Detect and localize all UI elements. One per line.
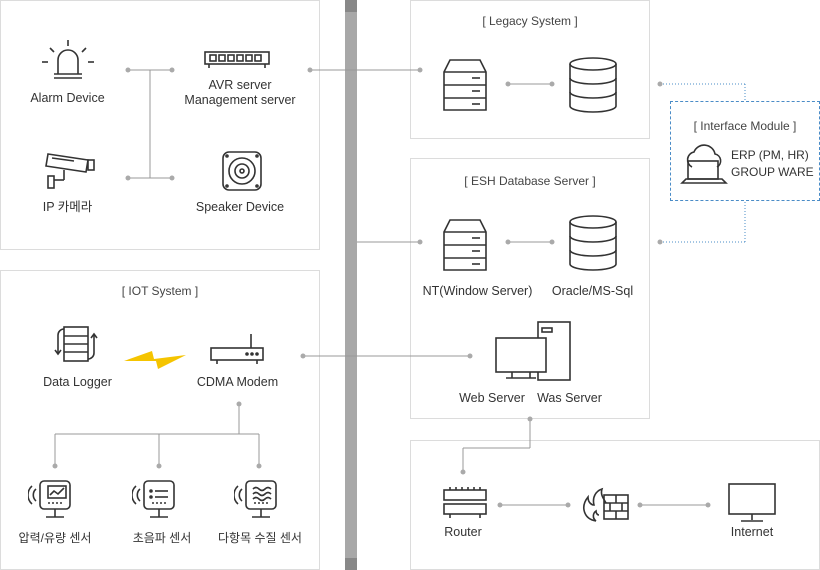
- devices-panel: [0, 0, 320, 250]
- iot-system-panel: [0, 270, 320, 570]
- ip-camera-icon: [44, 150, 96, 192]
- avr-server-memory-icon: [204, 51, 270, 69]
- legacy-server-icon: [442, 58, 488, 112]
- water-quality-sensor-label: 다항목 수질 센서: [218, 531, 302, 545]
- web-was-server-icon: [494, 320, 574, 382]
- interface-module-title: [ Interface Module ]: [693, 119, 797, 133]
- legacy-system-title: [ Legacy System ]: [482, 14, 578, 28]
- ip-camera-label: IP 카메라: [42, 200, 93, 214]
- oracle-database-label: Oracle/MS-Sql: [551, 284, 634, 298]
- firewall-icon: [578, 487, 630, 523]
- data-logger-icon: [52, 323, 100, 365]
- nt-server-icon: [442, 218, 488, 272]
- alarm-device-label: Alarm Device: [30, 91, 105, 105]
- alarm-siren-icon: [40, 38, 96, 86]
- network-backbone: [345, 0, 357, 570]
- backbone-cap-top: [345, 0, 357, 12]
- nt-server-label: NT(Window Server): [422, 284, 533, 298]
- cdma-modem-label: CDMA Modem: [196, 375, 279, 389]
- internet-monitor-icon: [727, 482, 777, 524]
- speaker-icon: [221, 150, 263, 192]
- speaker-device-label: Speaker Device: [195, 200, 285, 214]
- wireless-bolt-icon: [124, 347, 186, 373]
- iot-system-title: [ IOT System ]: [121, 284, 199, 298]
- pressure-flow-sensor-label: 압력/유량 센서: [18, 531, 92, 545]
- cloud-laptop-icon: [680, 143, 728, 185]
- interface-module-desc: ERP (PM, HR) GROUP WARE: [731, 148, 814, 179]
- ultrasonic-sensor-icon: [132, 477, 184, 523]
- backbone-cap-bottom: [345, 558, 357, 570]
- web-server-label: Web Server: [459, 391, 525, 405]
- ultrasonic-sensor-label: 초음파 센서: [132, 531, 192, 545]
- legacy-database-icon: [568, 56, 618, 114]
- legacy-system-panel: [410, 0, 650, 139]
- cdma-modem-icon: [209, 332, 265, 366]
- was-server-label: Was Server: [537, 391, 602, 405]
- esh-database-title: [ ESH Database Server ]: [464, 174, 596, 188]
- data-logger-label: Data Logger: [43, 375, 112, 389]
- avr-server-label: AVR server Management server: [184, 78, 296, 107]
- router-icon: [442, 486, 488, 520]
- router-label: Router: [444, 525, 482, 539]
- water-quality-sensor-icon: [234, 477, 286, 523]
- pressure-flow-sensor-icon: [28, 477, 80, 523]
- network-panel: [410, 440, 820, 570]
- oracle-database-icon: [568, 214, 618, 272]
- internet-label: Internet: [730, 525, 774, 539]
